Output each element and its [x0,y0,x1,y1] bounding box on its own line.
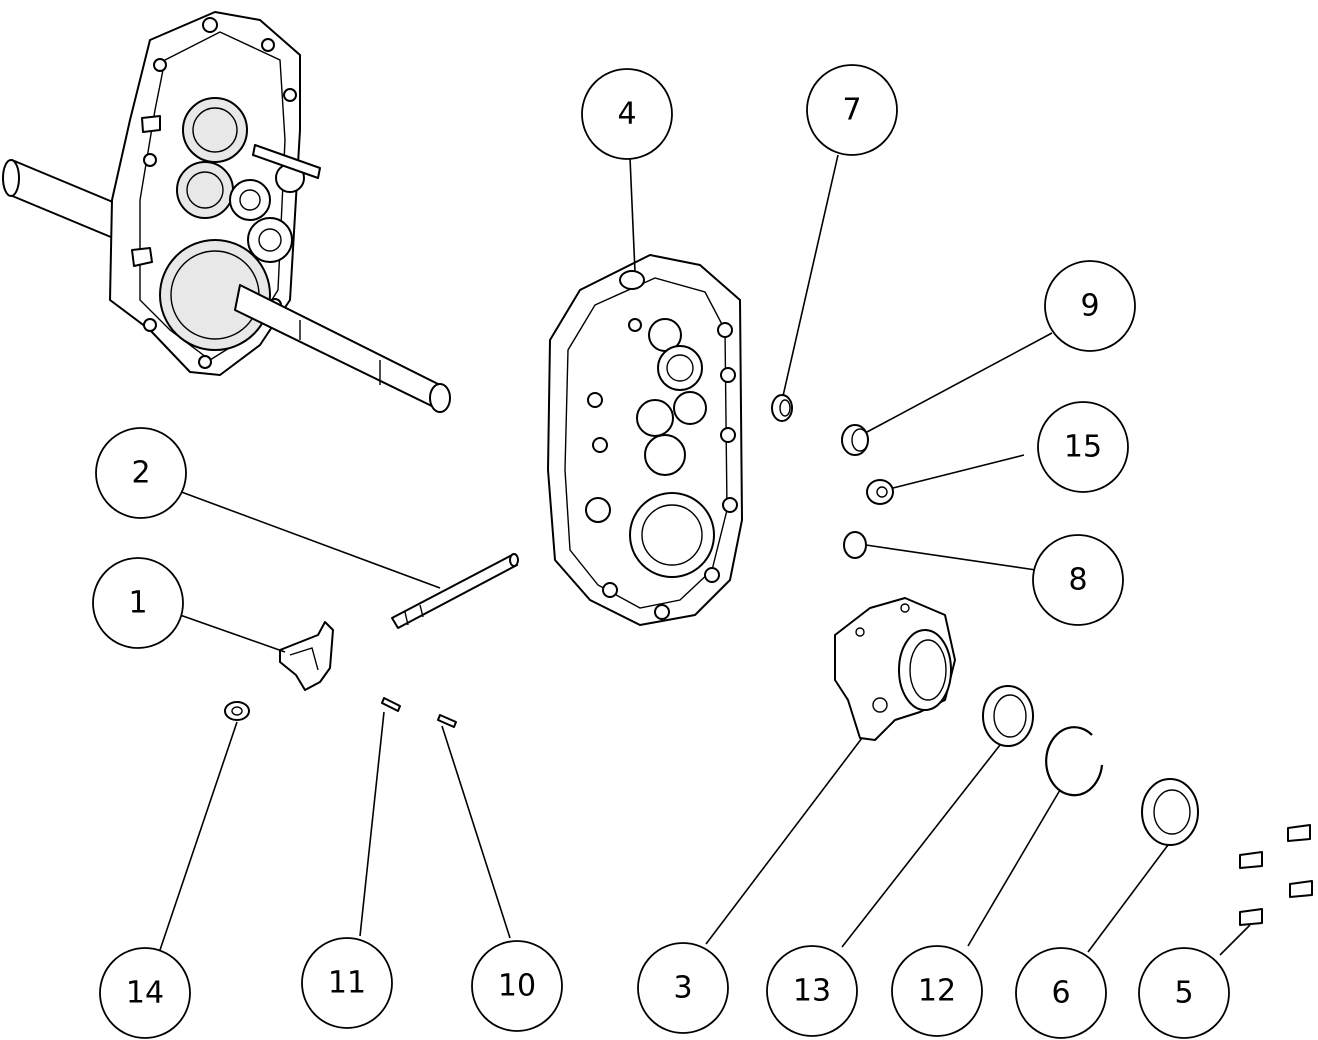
callout-1-label: 1 [128,586,147,621]
pin-part-11 [381,697,401,712]
callout-12: 12 [891,945,983,1037]
leader-3 [705,737,863,945]
callout-14: 14 [99,947,191,1039]
leader-8 [865,544,1037,571]
leader-1 [179,614,286,653]
callout-6: 6 [1015,947,1107,1039]
callout-2: 2 [95,427,187,519]
callout-5-label: 5 [1174,976,1193,1011]
callout-14-label: 14 [126,976,164,1011]
callout-12-label: 12 [918,974,956,1009]
callout-15: 15 [1037,401,1129,493]
shift-rod-part [391,553,519,629]
callout-11-label: 11 [328,966,366,1001]
nut-part [224,701,250,721]
shift-fork-part [279,621,334,691]
leader-4 [629,157,636,273]
flange-housing-part [834,597,956,741]
leader-12 [967,789,1061,947]
callout-3: 3 [637,942,729,1034]
callout-9-label: 9 [1080,289,1099,324]
callout-6-label: 6 [1051,976,1070,1011]
leader-15 [892,454,1025,489]
leader-6 [1087,844,1169,953]
callout-11: 11 [301,937,393,1029]
callout-10: 10 [471,940,563,1032]
ring-part [843,531,867,559]
bearing-part [982,685,1034,747]
callout-4-label: 4 [617,97,636,132]
callout-9: 9 [1044,260,1136,352]
callout-3-label: 3 [673,971,692,1006]
callout-1: 1 [92,557,184,649]
callout-2-label: 2 [131,456,150,491]
callout-8-label: 8 [1068,563,1087,598]
callout-13: 13 [766,945,858,1037]
bushing-part [841,424,869,456]
small-seal-part [771,394,793,422]
leader-10 [441,725,511,939]
leader-9 [866,332,1053,433]
callout-7-label: 7 [842,93,861,128]
callout-4: 4 [581,68,673,160]
callout-5: 5 [1138,947,1230,1039]
circlip-part [1045,726,1104,797]
pin-part-10 [437,714,457,728]
leader-2 [175,489,441,589]
leader-7 [782,154,839,397]
leader-5 [1219,924,1251,956]
bolts-part [1239,824,1313,926]
leader-11 [359,711,385,937]
leader-13 [841,744,1001,948]
callout-10-label: 10 [498,969,536,1004]
callout-13-label: 13 [793,974,831,1009]
callout-15-label: 15 [1064,430,1102,465]
assembled-gearbox-part [2,11,451,413]
housing-cover-part [547,254,743,626]
callout-7: 7 [806,64,898,156]
leader-14 [159,721,238,951]
callout-8: 8 [1032,534,1124,626]
oil-seal-part [1141,778,1199,846]
washer-part [866,479,894,505]
leader-lines [159,154,1251,956]
